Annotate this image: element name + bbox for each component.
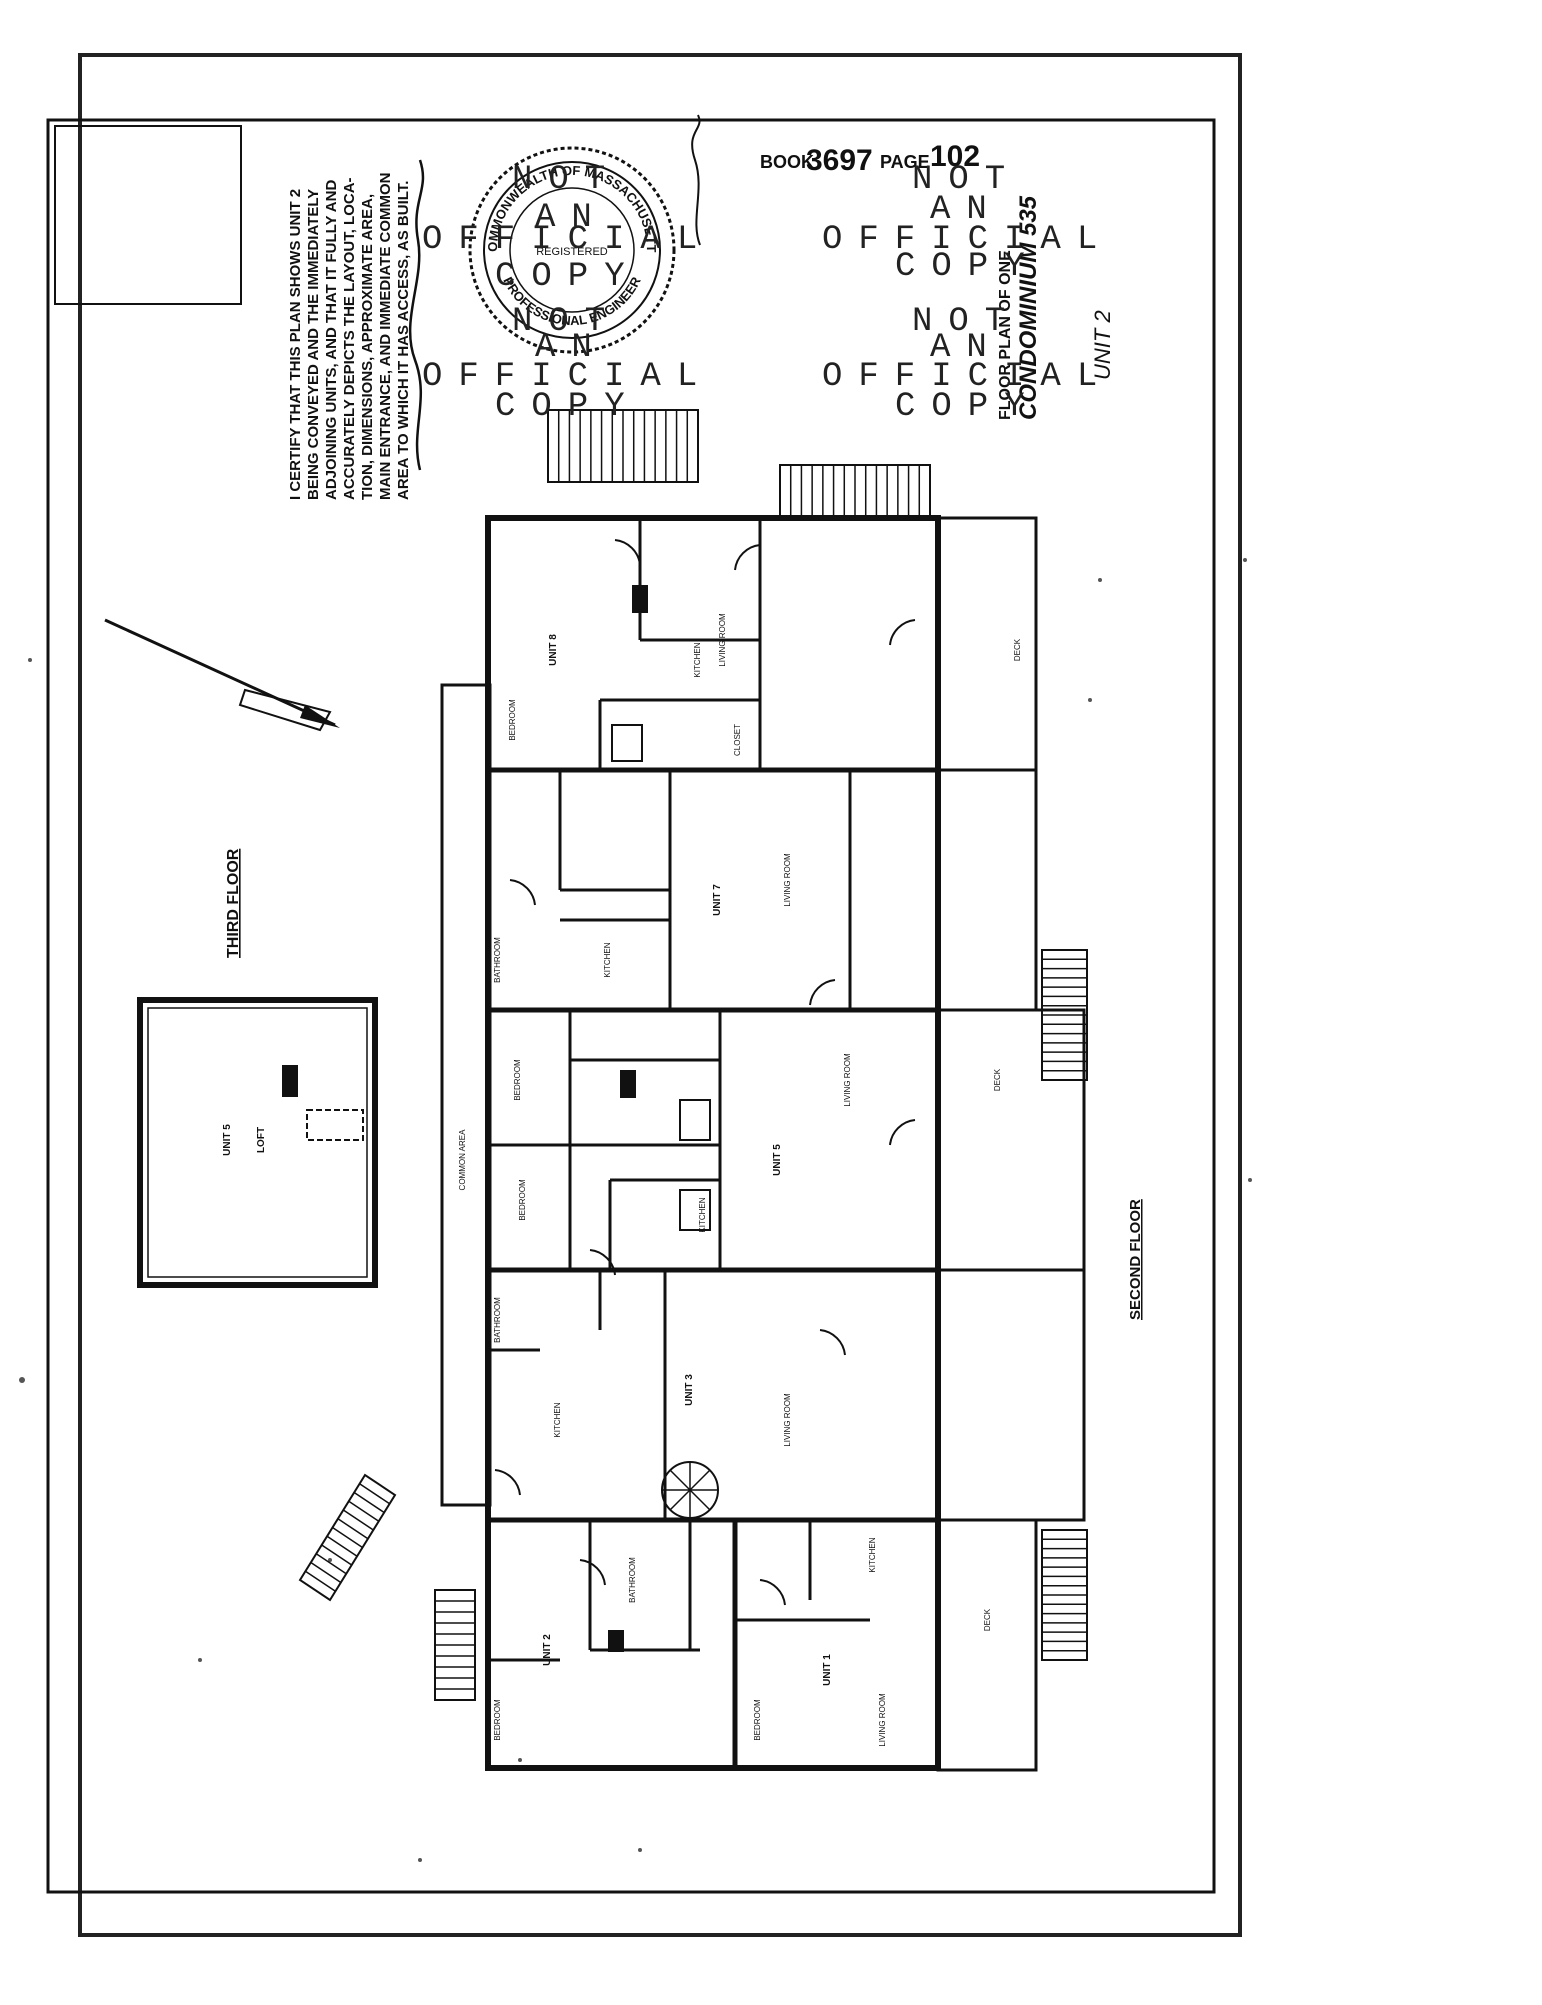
room-bathroom-3: BATHROOM [493,1297,502,1343]
wm-official-1: OFFICIAL [422,221,713,259]
watermark-group-left: NOT AN OFFICIAL COPY NOT AN OFFICIAL COP… [422,161,713,426]
room-deck-1: DECK [983,1608,992,1631]
plan-fixtures [608,585,719,1652]
stair-tread [315,1553,347,1575]
wm-copy-4: COPY [895,388,1041,426]
door-swings [494,539,916,1606]
cert-line-5: TION, DIMENSIONS, APPROXIMATE AREA, [359,194,376,500]
wm-an-4: AN [930,329,1003,367]
stair-tread [305,1570,336,1592]
loft-plan: UNIT 5 LOFT [137,997,378,1288]
wm-copy-2: COPY [495,388,641,426]
wm-copy-1: COPY [495,258,641,296]
unit-2-label: UNIT 2 [542,1634,553,1666]
title-line-1: FLOOR PLAN OF ONE [997,250,1014,420]
room-bedroom-5b: BEDROOM [518,1179,527,1221]
north-arrow-icon [104,618,340,732]
stair-tread [348,1500,380,1522]
recording-stamp: BOOK 3697 PAGE 102 [760,140,980,177]
wm-not-3: NOT [912,161,1021,199]
cert-line-7: AREA TO WHICH IT HAS ACCESS, AS BUILT. [395,181,412,500]
room-bathroom-2: BATHROOM [628,1557,637,1603]
scan-noise [19,558,1252,1862]
wm-an-1: AN [535,199,608,237]
book-number: 3697 [806,144,873,177]
room-kitchen-8: KITCHEN [693,642,702,677]
wm-official-3: OFFICIAL [822,221,1113,259]
unit-1-label: UNIT 1 [822,1654,833,1686]
stair-treads [305,410,1087,1690]
unit-3-label: UNIT 3 [684,1374,695,1406]
title-line-3: UNIT 2 [1090,310,1115,380]
room-bedroom-1: BEDROOM [753,1699,762,1741]
room-labels: LIVING ROOM BEDROOM KITCHEN DECK LIVING … [458,613,1022,1747]
certification-block: I CERTIFY THAT THIS PLAN SHOWS UNIT 2 BE… [287,173,412,500]
room-kitchen-3: KITCHEN [553,1402,562,1437]
wm-not-1: NOT [512,161,621,199]
third-floor-title: THIRD FLOOR [225,848,242,958]
room-bedroom-5: BEDROOM [513,1059,522,1101]
stair-tread [337,1518,369,1540]
unit-labels: UNIT 8 UNIT 7 UNIT 5 UNIT 3 UNIT 2 UNIT … [542,634,833,1686]
loft-unit-label: UNIT 5 [222,1124,233,1156]
signature-2 [691,114,701,246]
room-kitchen-1: KITCHEN [868,1537,877,1572]
unit-8-label: UNIT 8 [548,634,559,666]
room-deck-8: DECK [1013,638,1022,661]
page-label: PAGE [880,152,930,172]
corner-box [54,125,242,305]
room-common: COMMON AREA [458,1129,467,1191]
stairs [298,409,1088,1701]
room-kitchen-7: KITCHEN [603,942,612,977]
stair-tread [321,1544,353,1566]
stair-tread [326,1535,358,1557]
stair-tread [332,1526,363,1549]
stair-tread [359,1483,390,1505]
room-bedroom-8: BEDROOM [508,699,517,741]
cert-line-4: ACCURATELY DEPICTS THE LAYOUT, LOCA- [341,177,358,500]
wm-official-4: OFFICIAL [822,358,1113,396]
seal-center: REGISTERED [536,246,608,258]
stair-tread [353,1491,385,1514]
title-line-2: CONDOMINIUM 535 [1015,195,1042,420]
outer-frame [78,53,1242,1937]
book-label: BOOK [760,152,814,172]
second-floor-plan [440,515,1086,1772]
room-closet-8: CLOSET [733,724,742,756]
stair-tread [310,1561,342,1584]
room-living-1: LIVING ROOM [878,1693,887,1747]
wm-official-2: OFFICIAL [422,358,713,396]
wm-an-3: AN [930,191,1003,229]
page-number: 102 [930,140,980,173]
room-kitchen-5: KITCHEN [698,1197,707,1232]
room-bedroom-2: BEDROOM [493,1699,502,1741]
room-living-3: LIVING ROOM [783,1393,792,1447]
wm-copy-3: COPY [895,248,1041,286]
cert-line-1: I CERTIFY THAT THIS PLAN SHOWS UNIT 2 [287,189,304,500]
cert-line-2: BEING CONVEYED AND THE IMMEDIATELY [305,189,322,500]
loft-room-label: LOFT [256,1127,267,1153]
watermark-group-right: NOT AN OFFICIAL COPY NOT AN OFFICIAL COP… [822,161,1113,426]
second-floor-title: SECOND FLOOR [1127,1199,1144,1320]
unit-7-label: UNIT 7 [712,884,723,916]
signature [408,159,425,471]
wm-an-2: AN [535,329,608,367]
room-living-7: LIVING ROOM [783,853,792,907]
title-block: FLOOR PLAN OF ONE CONDOMINIUM 535 UNIT 2 [997,195,1115,420]
stair-tread [342,1509,374,1531]
cert-line-6: MAIN ENTRANCE, AND IMMEDIATE COMMON [377,173,394,500]
cert-line-3: ADJOINING UNITS, AND THAT IT FULLY AND [323,180,340,500]
room-deck-5: DECK [993,1068,1002,1091]
room-living-5: LIVING ROOM [843,1053,852,1107]
wm-not-2: NOT [512,303,621,341]
drawing-border [46,118,1216,1894]
room-bathroom-7: BATHROOM [493,937,502,983]
room-living-8: LIVING ROOM [718,613,727,667]
wm-not-4: NOT [912,303,1021,341]
unit-5-label: UNIT 5 [772,1144,783,1176]
